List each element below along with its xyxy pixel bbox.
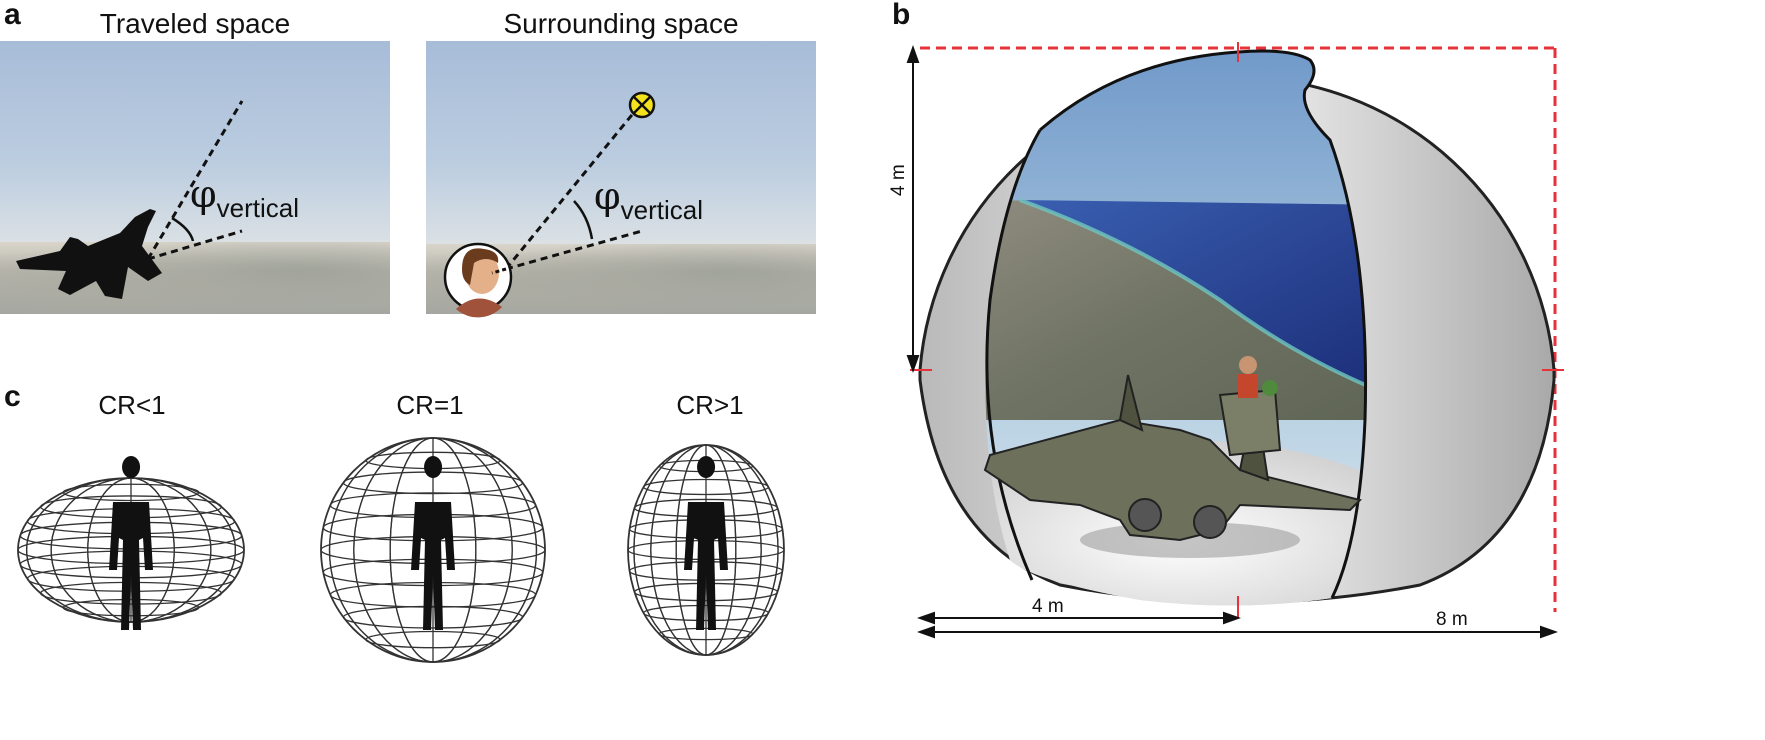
angle-arc (573, 200, 594, 240)
comfort-region-figures (17, 437, 785, 663)
observer-head-icon (443, 242, 513, 318)
dome-simulator-figure (906, 42, 1564, 639)
ellipsoid-tall (627, 444, 785, 656)
surrounding-space-overlay (443, 91, 656, 318)
panel-b-letter: b (892, 0, 911, 31)
horizon-reference-line (505, 229, 643, 271)
pilot-figure-icon (1238, 356, 1278, 398)
height-dimension-label: 4 m (888, 164, 909, 196)
phi-symbol: φ (594, 174, 621, 218)
width-dimension-label: 8 m (1436, 609, 1468, 630)
person-silhouette-icon (684, 456, 728, 630)
bounding-box-dashed (920, 46, 1557, 612)
cr-less-label: CR<1 (98, 390, 166, 420)
phi-symbol: φ (190, 172, 217, 216)
target-icon (628, 91, 656, 119)
fighter-jet-mockup-icon (983, 374, 1362, 558)
trajectory-line (146, 100, 244, 260)
fighter-jet-silhouette-icon (16, 209, 162, 299)
dimension-arrows (906, 45, 1558, 639)
cr-equal-label: CR=1 (396, 390, 464, 420)
surrounding-angle-label: φvertical (594, 174, 703, 226)
angle-subscript: vertical (620, 195, 703, 225)
traveled-space-overlay (16, 100, 244, 299)
person-silhouette-icon (109, 456, 153, 630)
surrounding-space-title: Surrounding space (503, 8, 739, 39)
angle-subscript: vertical (216, 193, 299, 223)
panel-a-letter: a (4, 0, 21, 31)
traveled-space-title: Traveled space (99, 8, 291, 39)
traveled-angle-label: φvertical (190, 172, 299, 224)
cr-greater-label: CR>1 (676, 390, 744, 420)
person-silhouette-icon (411, 456, 455, 630)
radius-dimension-label: 4 m (1032, 596, 1064, 617)
panel-c-letter: c (4, 380, 21, 413)
horizon-reference-line (147, 229, 243, 261)
angle-arc (171, 216, 195, 242)
